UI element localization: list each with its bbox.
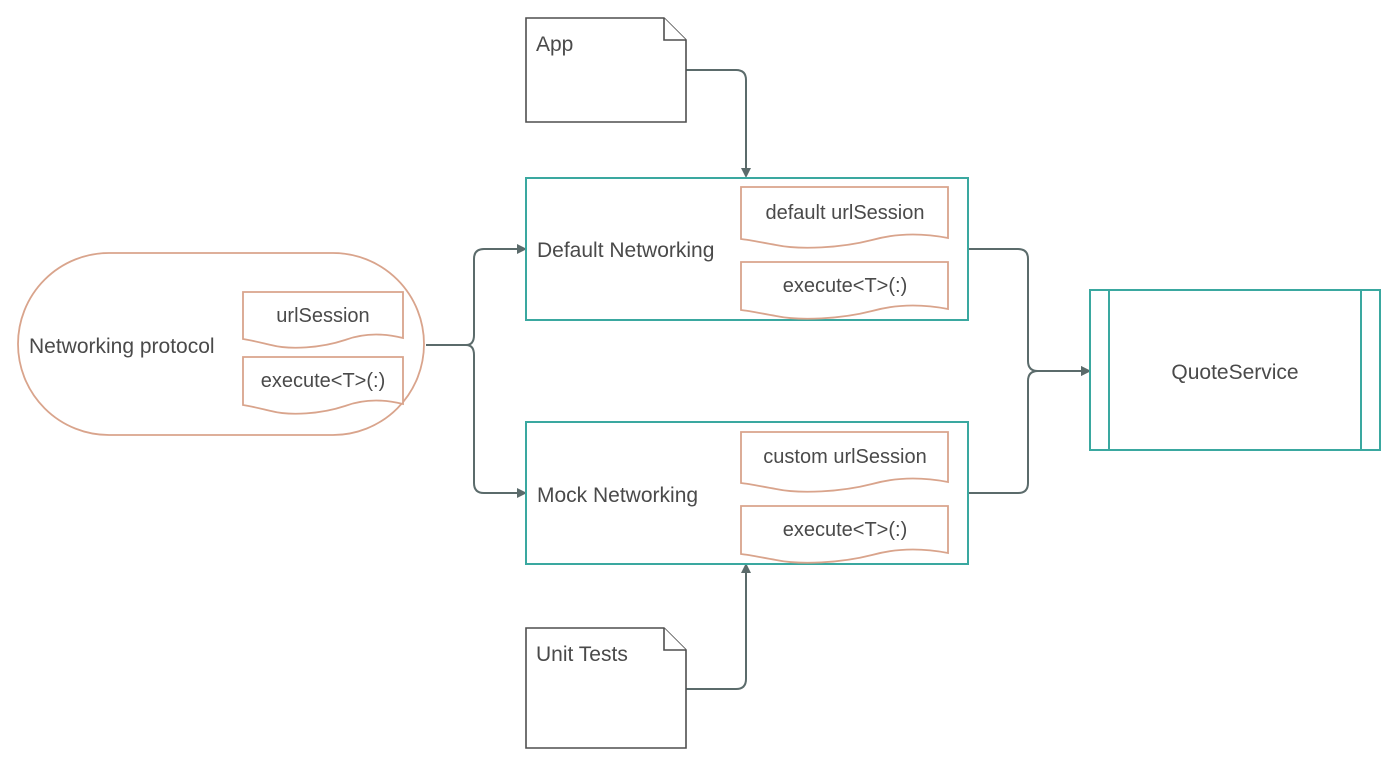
mock-member-url-session[interactable]: custom urlSession [740,431,949,493]
default-member-url-session-label: default urlSession [766,202,925,224]
app-note[interactable]: App [525,17,687,123]
app-label: App [536,33,573,56]
mock-member-execute-label: execute<T>(:) [783,519,908,541]
default-member-url-session[interactable]: default urlSession [740,186,949,249]
default-member-execute[interactable]: execute<T>(:) [740,261,949,320]
protocol-member-url-session-label: urlSession [276,305,369,327]
networking-protocol-node[interactable]: Networking protocol urlSession execute<T… [17,252,425,436]
default-networking-node[interactable]: Default Networking default urlSession ex… [525,177,969,321]
networking-protocol-label: Networking protocol [29,335,215,358]
unit-tests-note[interactable]: Unit Tests [525,627,687,749]
default-member-execute-label: execute<T>(:) [783,275,908,297]
edge-app-to-default-networking [686,69,751,178]
protocol-member-execute-label: execute<T>(:) [261,370,386,392]
mock-member-url-session-label: custom urlSession [763,446,926,468]
quote-service-node[interactable]: QuoteService [1089,289,1381,451]
default-networking-label: Default Networking [537,239,714,262]
edge-mock-networking-to-quote-service [969,366,1091,494]
mock-networking-node[interactable]: Mock Networking custom urlSession execut… [525,421,969,565]
mock-networking-label: Mock Networking [537,484,698,507]
unit-tests-label: Unit Tests [536,643,628,666]
edge-protocol-to-default-networking [426,244,527,346]
mock-member-execute[interactable]: execute<T>(:) [740,505,949,564]
quote-service-label: QuoteService [1171,361,1298,384]
protocol-member-url-session[interactable]: urlSession [242,291,404,349]
edge-protocol-to-mock-networking [426,344,527,498]
edge-unit-tests-to-mock-networking [686,563,751,690]
edge-default-networking-to-quote-service [969,248,1091,376]
protocol-member-execute[interactable]: execute<T>(:) [242,356,404,415]
